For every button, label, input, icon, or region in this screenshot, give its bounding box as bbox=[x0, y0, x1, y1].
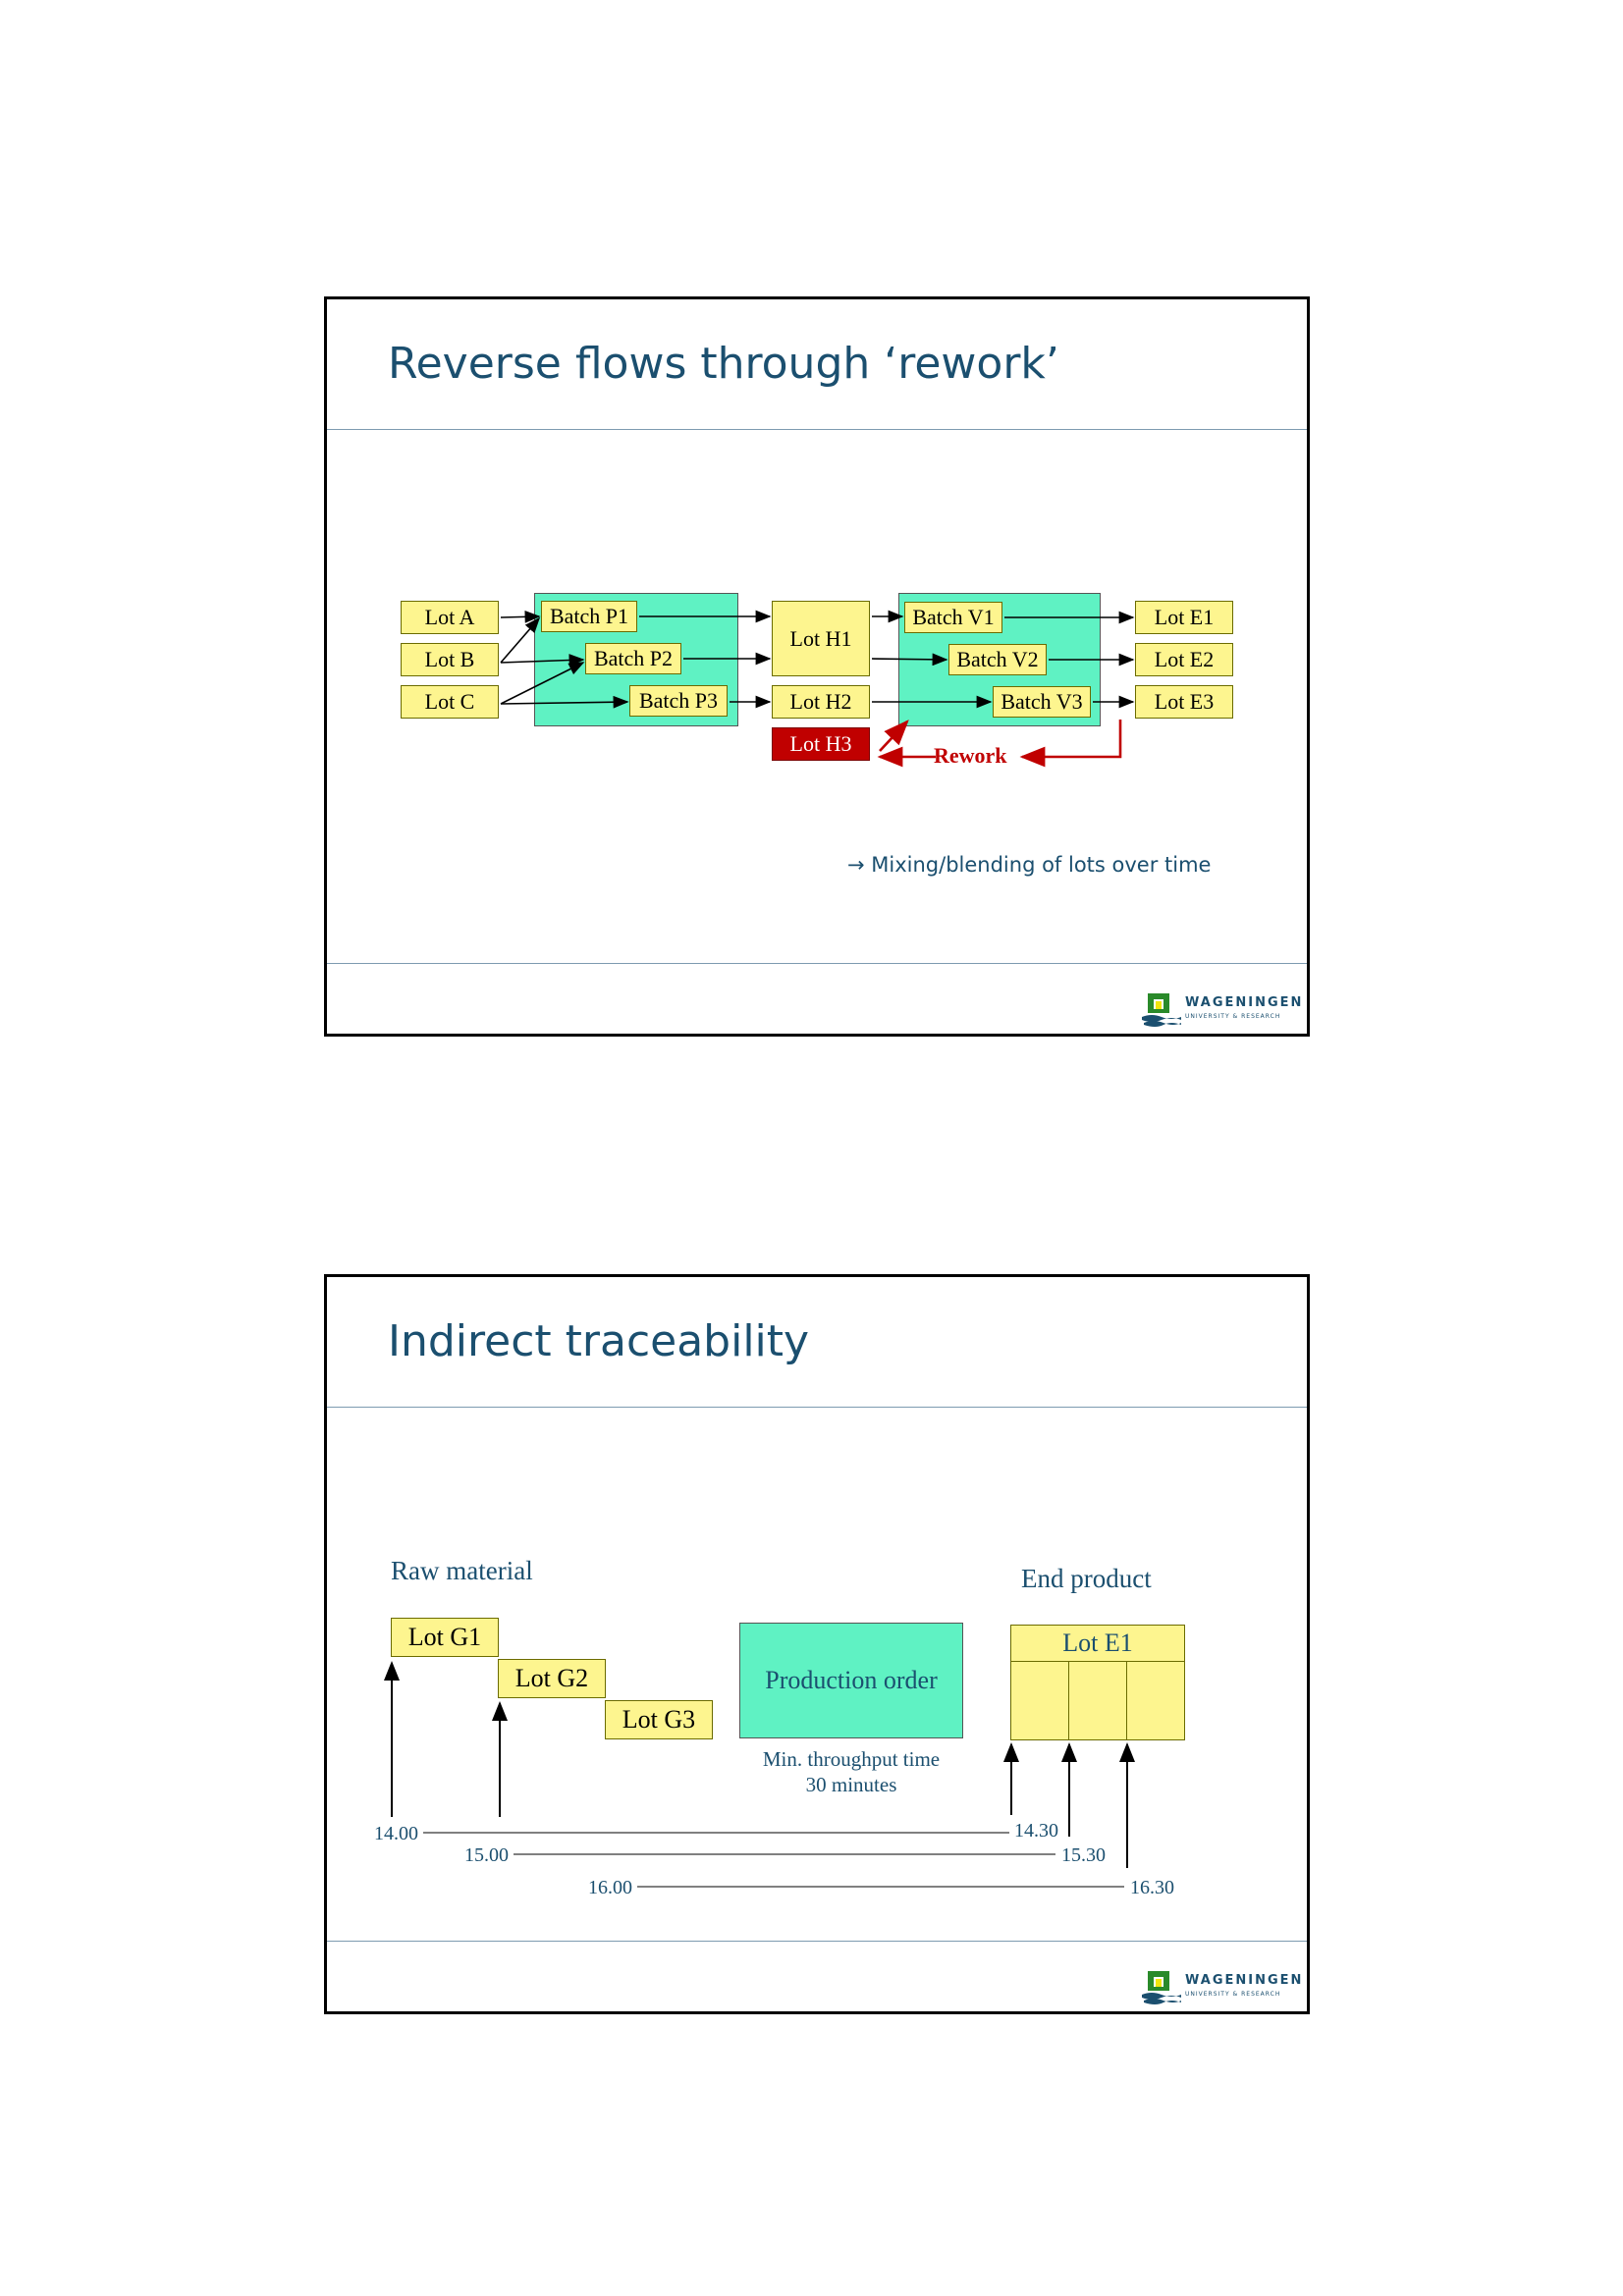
wageningen-logo: WAGENINGEN UNIVERSITY & RESEARCH bbox=[1142, 1969, 1301, 2004]
lot-e1-box: Lot E1 bbox=[1135, 601, 1233, 634]
time-start-2: 15.00 bbox=[464, 1844, 509, 1866]
lot-c-box: Lot C bbox=[401, 685, 499, 719]
time-start-1: 14.00 bbox=[374, 1823, 418, 1844]
rework-label: Rework bbox=[934, 743, 1007, 768]
lot-h1-box: Lot H1 bbox=[772, 601, 870, 676]
lot-b-box: Lot B bbox=[401, 643, 499, 676]
batch-p3-box: Batch P3 bbox=[629, 685, 728, 717]
wageningen-logo: WAGENINGEN UNIVERSITY & RESEARCH bbox=[1142, 991, 1301, 1027]
lot-e1-divider-1 bbox=[1068, 1661, 1069, 1739]
throughput-note: Min. throughput time 30 minutes bbox=[739, 1746, 963, 1797]
time-end-1: 14.30 bbox=[1014, 1820, 1058, 1842]
title-divider bbox=[327, 1407, 1307, 1408]
lot-a-box: Lot A bbox=[401, 601, 499, 634]
batch-v2-box: Batch V2 bbox=[948, 644, 1047, 675]
slide-rework: Reverse flows through ‘rework’ Lot A Lot… bbox=[324, 296, 1310, 1037]
batch-p2-box: Batch P2 bbox=[585, 643, 681, 674]
batch-p1-box: Batch P1 bbox=[541, 601, 637, 632]
production-order-box: Production order bbox=[739, 1623, 963, 1738]
time-start-3: 16.00 bbox=[588, 1877, 632, 1898]
end-product-label: End product bbox=[1021, 1564, 1152, 1593]
lot-e1-divider-2 bbox=[1126, 1661, 1127, 1739]
wageningen-logo-icon bbox=[1142, 993, 1181, 1027]
throughput-line-1: Min. throughput time bbox=[762, 1747, 941, 1771]
lot-h2-box: Lot H2 bbox=[772, 685, 870, 719]
lot-e3-box: Lot E3 bbox=[1135, 685, 1233, 719]
lot-g1-box: Lot G1 bbox=[391, 1618, 499, 1657]
title-divider bbox=[327, 429, 1307, 430]
wageningen-logo-icon bbox=[1142, 1971, 1181, 2004]
logo-sub: UNIVERSITY & RESEARCH bbox=[1185, 1991, 1281, 1998]
logo-name: WAGENINGEN bbox=[1185, 1973, 1304, 1988]
throughput-line-2: 30 minutes bbox=[805, 1773, 897, 1796]
lot-e2-box: Lot E2 bbox=[1135, 643, 1233, 676]
slide-title: Indirect traceability bbox=[388, 1316, 810, 1366]
lot-h3-box: Lot H3 bbox=[772, 727, 870, 761]
footer-divider bbox=[327, 1941, 1307, 1942]
lot-e1-box: Lot E1 bbox=[1010, 1625, 1185, 1740]
timeline-lines bbox=[384, 1661, 1135, 1888]
lot-g3-box: Lot G3 bbox=[605, 1700, 713, 1739]
lot-g2-box: Lot G2 bbox=[498, 1659, 606, 1698]
time-end-2: 15.30 bbox=[1061, 1844, 1106, 1866]
lot-e1-label: Lot E1 bbox=[1011, 1626, 1184, 1662]
logo-name: WAGENINGEN bbox=[1185, 995, 1304, 1010]
slide-title: Reverse flows through ‘rework’ bbox=[388, 339, 1059, 389]
footer-divider bbox=[327, 963, 1307, 964]
batch-v3-box: Batch V3 bbox=[993, 686, 1091, 718]
time-end-3: 16.30 bbox=[1130, 1877, 1174, 1898]
raw-material-label: Raw material bbox=[391, 1556, 533, 1585]
logo-sub: UNIVERSITY & RESEARCH bbox=[1185, 1013, 1281, 1020]
mixing-note: → Mixing/blending of lots over time bbox=[847, 853, 1212, 877]
slide-indirect-traceability: Indirect traceability Raw material End p… bbox=[324, 1274, 1310, 2014]
batch-v1-box: Batch V1 bbox=[904, 602, 1002, 633]
flow-arrows bbox=[500, 610, 1135, 768]
